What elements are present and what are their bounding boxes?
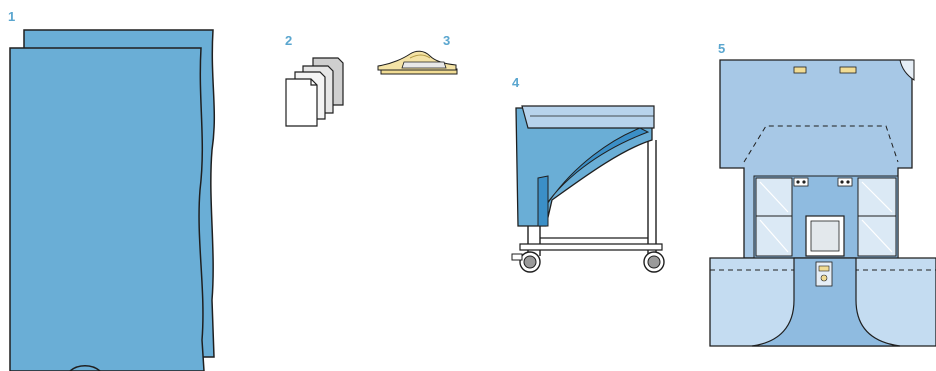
surgical-drape-icon <box>710 60 936 346</box>
adhesive-tape-icon <box>378 51 457 74</box>
stacked-drape-sheets-icon <box>10 30 214 371</box>
paper-towels-icon <box>286 58 343 126</box>
instrument-table-cover-icon <box>512 106 664 272</box>
